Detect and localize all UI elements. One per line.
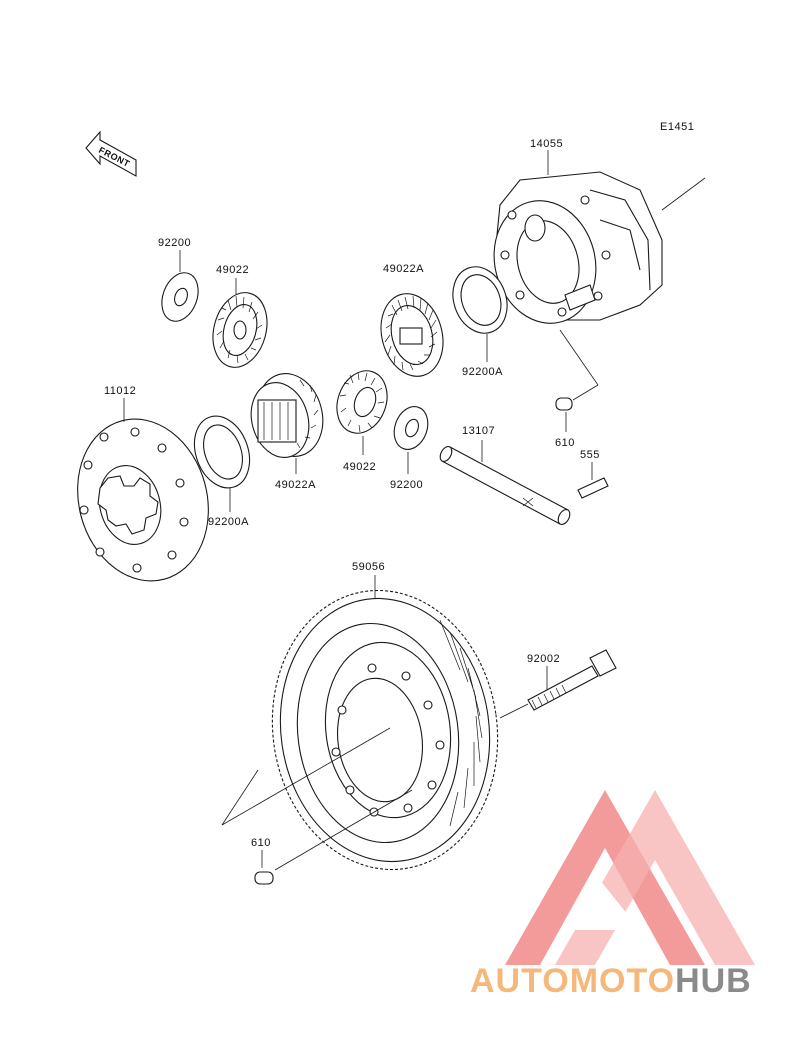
- label-92200A-right: 92200A: [462, 366, 503, 378]
- watermark-part2: HUB: [675, 962, 752, 1000]
- label-49022-left: 49022: [216, 264, 249, 276]
- label-49022A-hub: 49022A: [275, 479, 316, 491]
- label-92200-top: 92200: [158, 237, 191, 249]
- part-dowel-pin-610-top: [555, 397, 573, 411]
- watermark-part1: AUTOMOTO: [470, 962, 676, 1000]
- label-92200A-left: 92200A: [208, 516, 249, 528]
- label-13107: 13107: [462, 425, 495, 437]
- part-washer-92200-top: [161, 272, 199, 322]
- front-arrow-icon: FRONT: [85, 130, 137, 177]
- label-92200-mid: 92200: [390, 479, 423, 491]
- part-bevel-gear-49022A-top: [380, 293, 444, 377]
- label-555: 555: [580, 449, 600, 461]
- axis-line: [221, 727, 391, 826]
- part-washer-92200A-left: [193, 415, 251, 489]
- label-59056: 59056: [352, 561, 385, 573]
- part-bolt-92002: [527, 649, 617, 711]
- part-differential-case: [493, 171, 663, 324]
- axis-line: [499, 703, 529, 719]
- part-differential-cover: [77, 418, 209, 582]
- label-11012: 11012: [104, 385, 136, 397]
- axis-line: [274, 789, 413, 871]
- part-pinion-shaft: [439, 446, 571, 525]
- part-bevel-gear-49022-mid: [336, 370, 388, 434]
- diagram-code: E1451: [660, 121, 694, 133]
- part-ring-gear: [271, 589, 499, 871]
- label-14055: 14055: [530, 138, 563, 150]
- part-washer-92200-mid: [393, 406, 429, 450]
- axis-line: [661, 177, 706, 211]
- label-49022-mid: 49022: [343, 461, 376, 473]
- leader-line: [559, 329, 599, 386]
- part-spring-pin-555: [577, 477, 609, 499]
- label-92002: 92002: [527, 653, 560, 665]
- part-gear-hub-49022A: [250, 373, 324, 458]
- part-washer-92200A-right: [452, 266, 508, 334]
- axis-line: [221, 769, 259, 826]
- watermark-brand-text: AUTOMOTOHUB: [470, 962, 752, 1001]
- part-dowel-pin-610-bottom: [254, 871, 274, 885]
- label-610-top: 610: [555, 437, 575, 449]
- label-49022A-top: 49022A: [383, 263, 424, 275]
- part-bevel-gear-49022-left: [212, 292, 268, 368]
- leader-line: [572, 384, 599, 401]
- label-610-bottom: 610: [251, 837, 271, 849]
- watermark-logo-icon: [505, 790, 755, 965]
